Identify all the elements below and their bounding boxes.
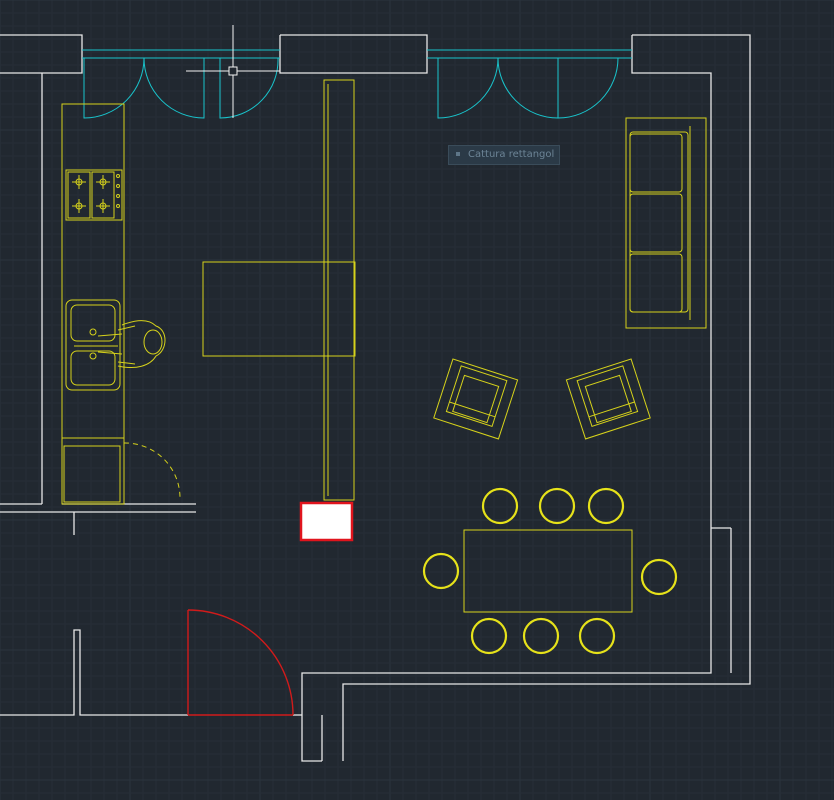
chair [587,487,625,525]
wall-top-left [0,34,83,74]
window-sash [143,57,205,119]
wall-outer-right [342,34,751,761]
chair [538,487,576,525]
armchair-right [565,358,651,440]
kitchen-counter [61,103,125,505]
square-bullet-icon [456,151,460,156]
windows [82,49,632,119]
walls [0,34,751,762]
sofa-icon [625,117,707,329]
window-sash [497,57,559,119]
wall-top-center [279,34,428,74]
appliance-door-swing [123,442,181,499]
window-sash [219,57,279,119]
entrance-door [187,609,294,716]
furniture [61,79,707,613]
dining-chairs [422,487,678,655]
snap-tooltip-text: Cattura rettangol [468,149,555,160]
partition-wall [323,79,355,501]
chair [640,558,678,596]
person-icon [97,320,166,369]
stove-icon [65,169,123,221]
window-sash [437,57,499,119]
chair [422,552,460,590]
chair [522,617,560,655]
snap-tooltip: Cattura rettangol [448,145,560,165]
wall-bottom-left [0,629,188,716]
chair [578,617,616,655]
selection-grip[interactable] [299,501,354,542]
window-sash [83,57,145,119]
dining-table [463,529,633,613]
wall-inner-right [301,35,712,762]
sink-icon [65,299,121,391]
armchair-left [433,358,519,440]
kitchen-table [202,261,356,357]
window-sash [557,57,619,119]
chair [470,617,508,655]
crosshair-cursor-icon [186,25,280,118]
chair [481,487,519,525]
appliance [63,445,121,503]
